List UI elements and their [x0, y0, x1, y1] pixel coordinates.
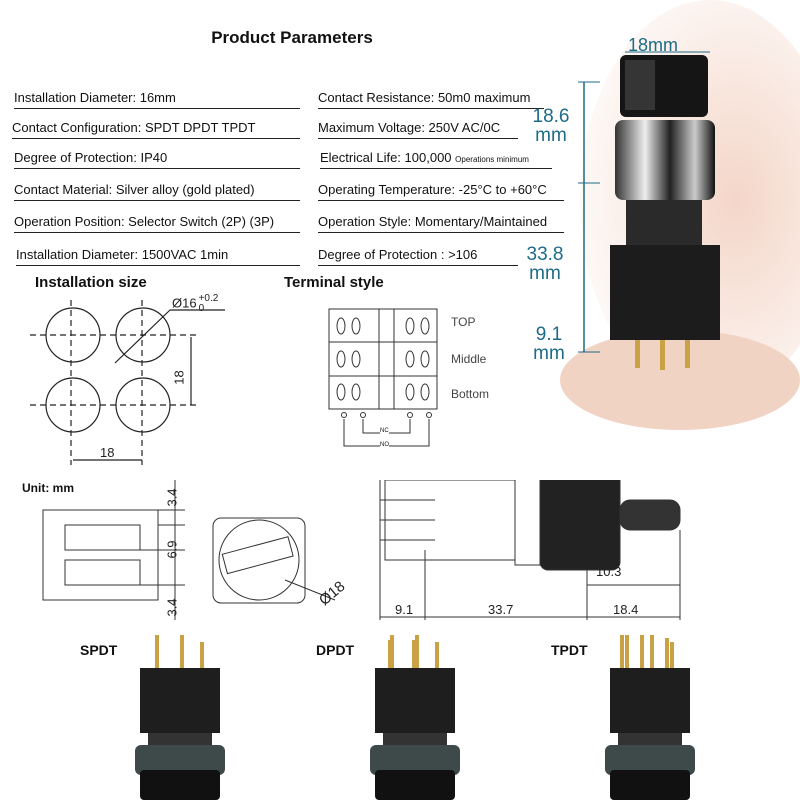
dim-value: 9.1: [535, 324, 563, 345]
unit-label: Unit: mm: [22, 481, 74, 495]
param-row: Electrical Life: 100,000 Operations mini…: [320, 150, 552, 169]
param-row: Degree of Protection: IP40: [14, 150, 300, 169]
variant-label-spdt: SPDT: [80, 642, 118, 658]
param-row: Degree of Protection : >106: [318, 247, 518, 266]
terminal-row-middle: Middle: [451, 352, 487, 366]
terminal-style-heading: Terminal style: [284, 274, 384, 291]
page-title: Product Parameters: [211, 28, 373, 47]
product-photo: [560, 0, 800, 430]
variant-label-tpdt: TPDT: [551, 642, 588, 658]
param-row: Operating Temperature: -25°C to +60°C: [318, 182, 564, 201]
dim-unit: mm: [533, 343, 565, 364]
dim-unit: mm: [535, 125, 567, 146]
installation-diagram: [30, 300, 225, 465]
length-head: 18.4: [613, 602, 639, 617]
installation-size-heading: Installation size: [35, 274, 147, 291]
length-pins: 9.1: [395, 602, 414, 617]
param-row: Installation Diameter: 16mm: [14, 90, 300, 109]
param-row: Installation Diameter: 1500VAC 1min: [16, 247, 300, 266]
terminal-row-top: TOP: [451, 315, 476, 329]
side-dim-top: 3.4: [164, 488, 180, 507]
tol-upper: +0.2: [198, 293, 219, 304]
param-row: Operation Style: Momentary/Maintained: [318, 214, 564, 233]
length-body: 33.7: [488, 602, 514, 617]
terminal-row-bottom: Bottom: [451, 387, 490, 401]
nc-label: NC: [380, 428, 389, 434]
side-dim-bottom: 3.4: [164, 598, 180, 617]
param-row: Operation Position: Selector Switch (2P)…: [14, 214, 300, 233]
param-row: Maximum Voltage: 250V AC/0C: [318, 120, 518, 139]
variant-photos: [135, 635, 695, 800]
no-label: NO: [380, 442, 389, 448]
dim-unit: mm: [529, 263, 561, 284]
electrical-life: Electrical Life: 100,000: [320, 150, 452, 165]
dim-value: 18.6: [532, 106, 570, 127]
spacing-horizontal: 18: [100, 445, 115, 460]
shaft-length: 10.3: [596, 564, 622, 579]
spacing-vertical: 18: [171, 370, 187, 385]
tol-lower: 0: [198, 303, 205, 314]
side-dim-middle: 6.9: [164, 540, 180, 559]
dim-value: 33.8: [526, 244, 564, 265]
diameter-value: Ø16: [172, 295, 197, 311]
param-row: Contact Material: Silver alloy (gold pla…: [14, 182, 300, 201]
param-row: Contact Configuration: SPDT DPDT TPDT: [12, 120, 300, 139]
technical-drawings: [42, 480, 681, 620]
dim-top-width: 18mm: [628, 35, 679, 55]
electrical-life-suffix: Operations minimum: [455, 155, 529, 164]
param-row: Contact Resistance: 50m0 maximum: [318, 90, 544, 109]
variant-label-dpdt: DPDT: [316, 642, 355, 658]
